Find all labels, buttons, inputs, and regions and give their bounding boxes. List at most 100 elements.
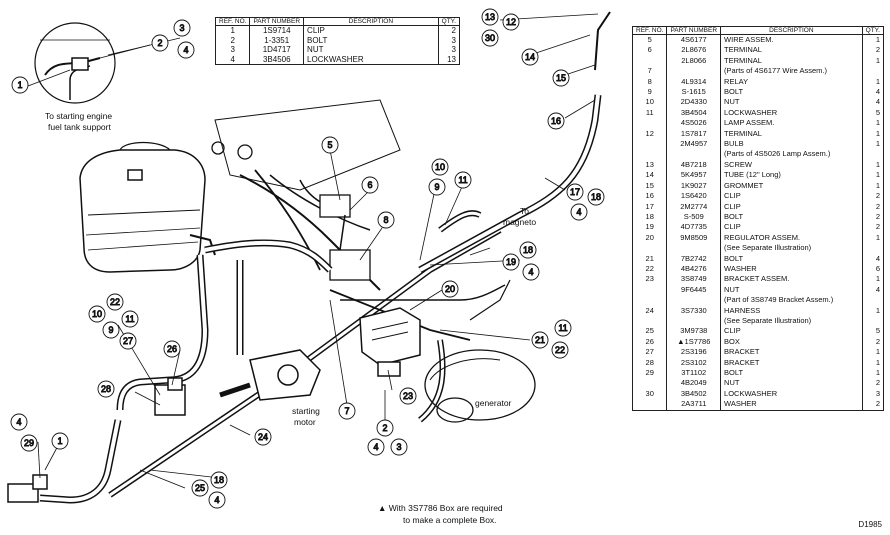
cell-qty: 2 (861, 45, 885, 56)
cell-qty: 1 (861, 170, 885, 181)
callout-18c: 18 (214, 475, 224, 485)
cell-ref: 12 (631, 128, 668, 140)
callout-16: 16 (551, 116, 561, 126)
cell-desc: SCREW (720, 159, 863, 171)
cell-qty: 13 (437, 54, 461, 66)
magneto-note-line-1: To (520, 206, 529, 216)
callout-1: 1 (17, 80, 22, 90)
cell-desc: REGULATOR ASSEM. (720, 232, 863, 244)
cell-part (666, 315, 722, 327)
cell-qty: 2 (861, 399, 885, 411)
cell-qty: 1 (861, 368, 885, 379)
callout-4d: 4 (373, 442, 378, 452)
cell-part: 3S7330 (666, 305, 722, 316)
cell-desc: RELAY (720, 76, 863, 88)
callout-4c: 4 (528, 267, 533, 277)
callout-18b: 18 (523, 245, 533, 255)
starting-motor-illustration (219, 349, 321, 401)
cell-ref: 19 (631, 222, 668, 233)
callout-30: 30 (485, 33, 495, 43)
box-note-line-1: ▲ With 3S7786 Box are required (378, 503, 503, 513)
cell-part: 9F6445 (666, 284, 722, 296)
cell-desc: TERMINAL (720, 55, 863, 67)
cell-qty: 1 (861, 347, 885, 358)
cell-desc: NUT (720, 284, 863, 296)
cell-ref (631, 118, 668, 129)
cell-desc: BULB (720, 139, 863, 150)
cell-ref: 20 (631, 232, 668, 244)
cell-desc: (See Separate Illustration) (720, 315, 863, 327)
callout-10: 10 (435, 162, 445, 172)
cell-qty: 1 (861, 34, 885, 46)
callout-5: 5 (327, 140, 332, 150)
cell-qty: 4 (861, 253, 885, 264)
callout-11: 11 (458, 175, 467, 185)
cell-desc: BRACKET (720, 357, 863, 368)
cell-desc: CLIP (720, 222, 863, 233)
cell-ref: 10 (631, 97, 668, 108)
cell-desc: NUT (303, 45, 439, 55)
callout-10b: 10 (92, 309, 102, 319)
callout-28: 28 (101, 384, 111, 394)
callout-27: 27 (123, 336, 133, 346)
cell-qty: 1 (861, 159, 885, 171)
regulator-illustration (359, 307, 421, 377)
cell-ref: 27 (631, 347, 668, 358)
cell-qty: 5 (861, 107, 885, 119)
cell-qty: 2 (861, 191, 885, 202)
cell-part: 3T1102 (666, 368, 722, 379)
cell-part: 3B4502 (666, 388, 722, 400)
cell-part (666, 295, 722, 306)
cell-ref: 23 (631, 274, 668, 285)
cell-ref: 17 (631, 201, 668, 212)
callout-3b: 3 (396, 442, 401, 452)
cell-qty: 4 (861, 284, 885, 296)
callout-21: 21 (535, 335, 545, 345)
cell-ref: 22 (631, 263, 668, 275)
cell-desc: NUT (720, 378, 863, 389)
callout-22b: 22 (110, 297, 120, 307)
cell-qty: 5 (861, 326, 885, 337)
cell-desc: CLIP (303, 25, 439, 36)
cell-qty (861, 295, 885, 306)
callout-26: 26 (167, 344, 177, 354)
callout-3: 3 (179, 23, 184, 33)
callout-9: 9 (434, 182, 439, 192)
cell-desc: BOLT (720, 87, 863, 98)
cell-desc: BOX (720, 336, 863, 348)
box-note-line-2: to make a complete Box. (403, 515, 497, 525)
cell-desc: BOLT (303, 35, 439, 46)
callout-11b: 11 (558, 323, 567, 333)
cell-desc: GROMMET (720, 180, 863, 192)
starting-motor-line-2: motor (294, 417, 316, 427)
callout-11c: 11 (125, 314, 134, 324)
right-table-header-part: PART NUMBER (666, 26, 722, 35)
cell-part: 3B4506 (249, 54, 305, 66)
cell-part: ▲1S7786 (666, 336, 722, 348)
callout-23: 23 (403, 391, 413, 401)
cell-qty: 3 (437, 45, 461, 55)
cell-ref (631, 378, 668, 389)
cell-desc: WASHER (720, 399, 863, 411)
cell-qty: 4 (861, 87, 885, 98)
cell-part (666, 243, 722, 254)
right-table-header-ref: REF. NO. (631, 26, 668, 35)
cell-desc: TERMINAL (720, 128, 863, 140)
cell-ref: 1 (214, 25, 251, 36)
